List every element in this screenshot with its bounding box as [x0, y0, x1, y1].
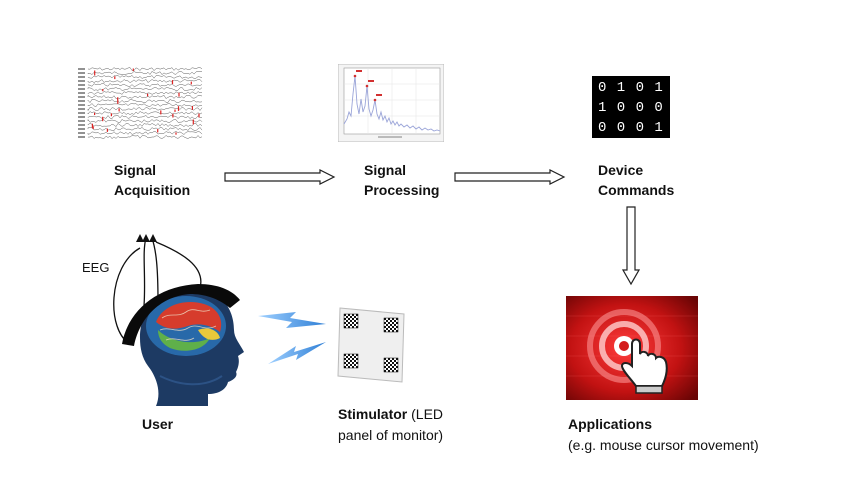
label-signal-acquisition: Signal Acquisition	[114, 160, 190, 200]
stimulator-desc-1: (LED	[407, 406, 444, 422]
applications-subtitle: (e.g. mouse cursor movement)	[568, 437, 759, 453]
eeg-trace-image	[76, 64, 206, 146]
label-line: Signal	[364, 162, 407, 178]
arrow-processing-to-commands	[454, 169, 566, 185]
label-line: Acquisition	[114, 182, 191, 198]
applications-title: Applications	[568, 416, 653, 432]
label-line: Device	[598, 162, 644, 178]
applications-image	[566, 296, 698, 400]
label-device-commands: Device Commands	[598, 160, 674, 200]
label-line: Signal	[114, 162, 157, 178]
arrow-acquisition-to-processing	[224, 169, 336, 185]
stimulator-panel-image	[337, 307, 405, 383]
label-line: Processing	[364, 182, 440, 198]
eeg-label: EEG	[82, 260, 110, 275]
label-signal-processing: Signal Processing	[364, 160, 439, 200]
label-stimulator: Stimulator (LED panel of monitor)	[338, 404, 443, 446]
binary-row: 0 0 0 1 …	[598, 120, 683, 136]
binary-commands-panel: 0 1 0 1 … 1 0 0 0 … 0 0 0 1 …	[592, 76, 683, 138]
binary-row: 0 1 0 1 …	[598, 80, 683, 96]
stimulator-desc-2: panel of monitor)	[338, 427, 444, 443]
stimulator-title: Stimulator	[338, 406, 408, 422]
user-head-image	[113, 234, 244, 406]
label-applications: Applications (e.g. mouse cursor movement…	[568, 414, 759, 456]
spectrum-plot-image	[338, 64, 444, 142]
lightning-bolt-icon	[258, 312, 326, 364]
arrow-commands-to-applications	[622, 206, 640, 286]
label-user: User	[142, 416, 174, 432]
binary-row: 1 0 0 0 …	[598, 100, 683, 116]
label-line: Commands	[598, 182, 675, 198]
